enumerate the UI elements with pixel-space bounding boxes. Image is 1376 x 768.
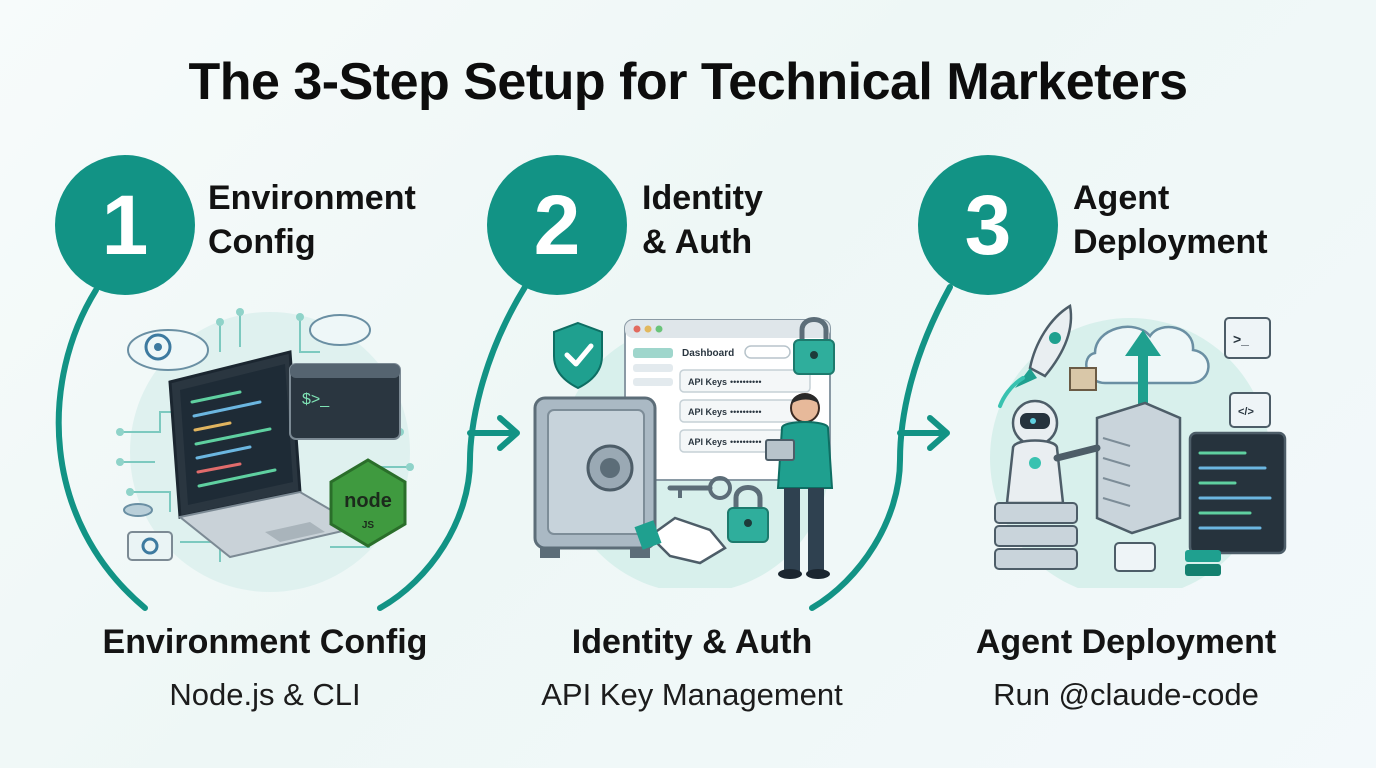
terminal-icon: >_ bbox=[1224, 317, 1271, 359]
step-subtitle-1: Node.js & CLI bbox=[169, 677, 361, 712]
connector-curve-1 bbox=[55, 287, 148, 611]
gear-icon bbox=[127, 531, 173, 561]
svg-text:API Keys: API Keys bbox=[688, 437, 727, 447]
connector-curve-2 bbox=[377, 284, 528, 611]
deployment-illustration: >_ </> bbox=[990, 303, 1287, 588]
svg-text:API Keys: API Keys bbox=[688, 407, 727, 417]
arrow-icon bbox=[897, 415, 950, 451]
lock-icon bbox=[727, 485, 769, 543]
robot-icon bbox=[1005, 399, 1101, 505]
safe-icon bbox=[533, 396, 657, 558]
cloud-icon bbox=[127, 329, 209, 371]
code-screen bbox=[1188, 431, 1287, 555]
svg-text:</>: </> bbox=[1238, 406, 1254, 418]
step-title-1: Environment Config bbox=[102, 623, 428, 661]
step-number-2: 2 bbox=[487, 155, 627, 295]
step-subtitle-2: API Key Management bbox=[541, 677, 843, 712]
connector-curve-3 bbox=[809, 284, 953, 611]
svg-text:••••••••••: •••••••••• bbox=[730, 377, 762, 387]
svg-text:$>_: $>_ bbox=[302, 391, 330, 408]
lock-icon bbox=[793, 317, 835, 375]
svg-text:Dashboard: Dashboard bbox=[682, 348, 734, 359]
person-icon bbox=[765, 393, 834, 579]
server-icon bbox=[1095, 401, 1182, 535]
environment-illustration: $>_ node JS bbox=[116, 308, 414, 592]
laptop-icon bbox=[168, 350, 363, 559]
handshake-icon bbox=[634, 516, 727, 565]
step-number-1: 1 bbox=[55, 155, 195, 295]
arrow-icon bbox=[467, 415, 520, 451]
stack-tile-icon bbox=[1185, 550, 1221, 576]
box-icon bbox=[1069, 367, 1097, 391]
shield-icon bbox=[553, 321, 603, 390]
cloud-icon bbox=[309, 314, 371, 346]
svg-text:API Keys: API Keys bbox=[688, 377, 727, 387]
step-number-3: 3 bbox=[918, 155, 1058, 295]
svg-text:••••••••••: •••••••••• bbox=[730, 437, 762, 447]
key-icon bbox=[667, 476, 732, 500]
step-heading-1: Environment Config bbox=[208, 179, 416, 261]
step-title-3: Agent Deployment bbox=[975, 623, 1277, 661]
step-heading-3: Agent Deployment bbox=[1073, 179, 1268, 261]
terminal-icon: $>_ bbox=[289, 363, 401, 440]
page-title: The 3-Step Setup for Technical Marketers bbox=[188, 53, 1188, 111]
svg-text:>_: >_ bbox=[1233, 331, 1249, 347]
step-heading-2: Identity & Auth bbox=[642, 179, 763, 261]
svg-text:node: node bbox=[344, 490, 392, 512]
step-subtitle-3: Run @claude-code bbox=[993, 677, 1259, 712]
api-key-row: API Keys •••••••••• bbox=[679, 369, 811, 393]
step-title-2: Identity & Auth bbox=[571, 623, 813, 661]
nodejs-icon: node JS bbox=[329, 458, 407, 548]
code-tile-icon bbox=[1114, 542, 1156, 572]
svg-text:••••••••••: •••••••••• bbox=[730, 407, 762, 417]
rocket-icon bbox=[998, 303, 1073, 408]
code-window-icon: </> bbox=[1229, 392, 1271, 428]
server-stack-icon bbox=[994, 502, 1078, 570]
api-key-row: API Keys •••••••••• bbox=[679, 399, 811, 423]
identity-illustration: Dashboard API Keys •••••••••• API Keys •… bbox=[533, 317, 835, 588]
svg-text:JS: JS bbox=[362, 520, 375, 531]
